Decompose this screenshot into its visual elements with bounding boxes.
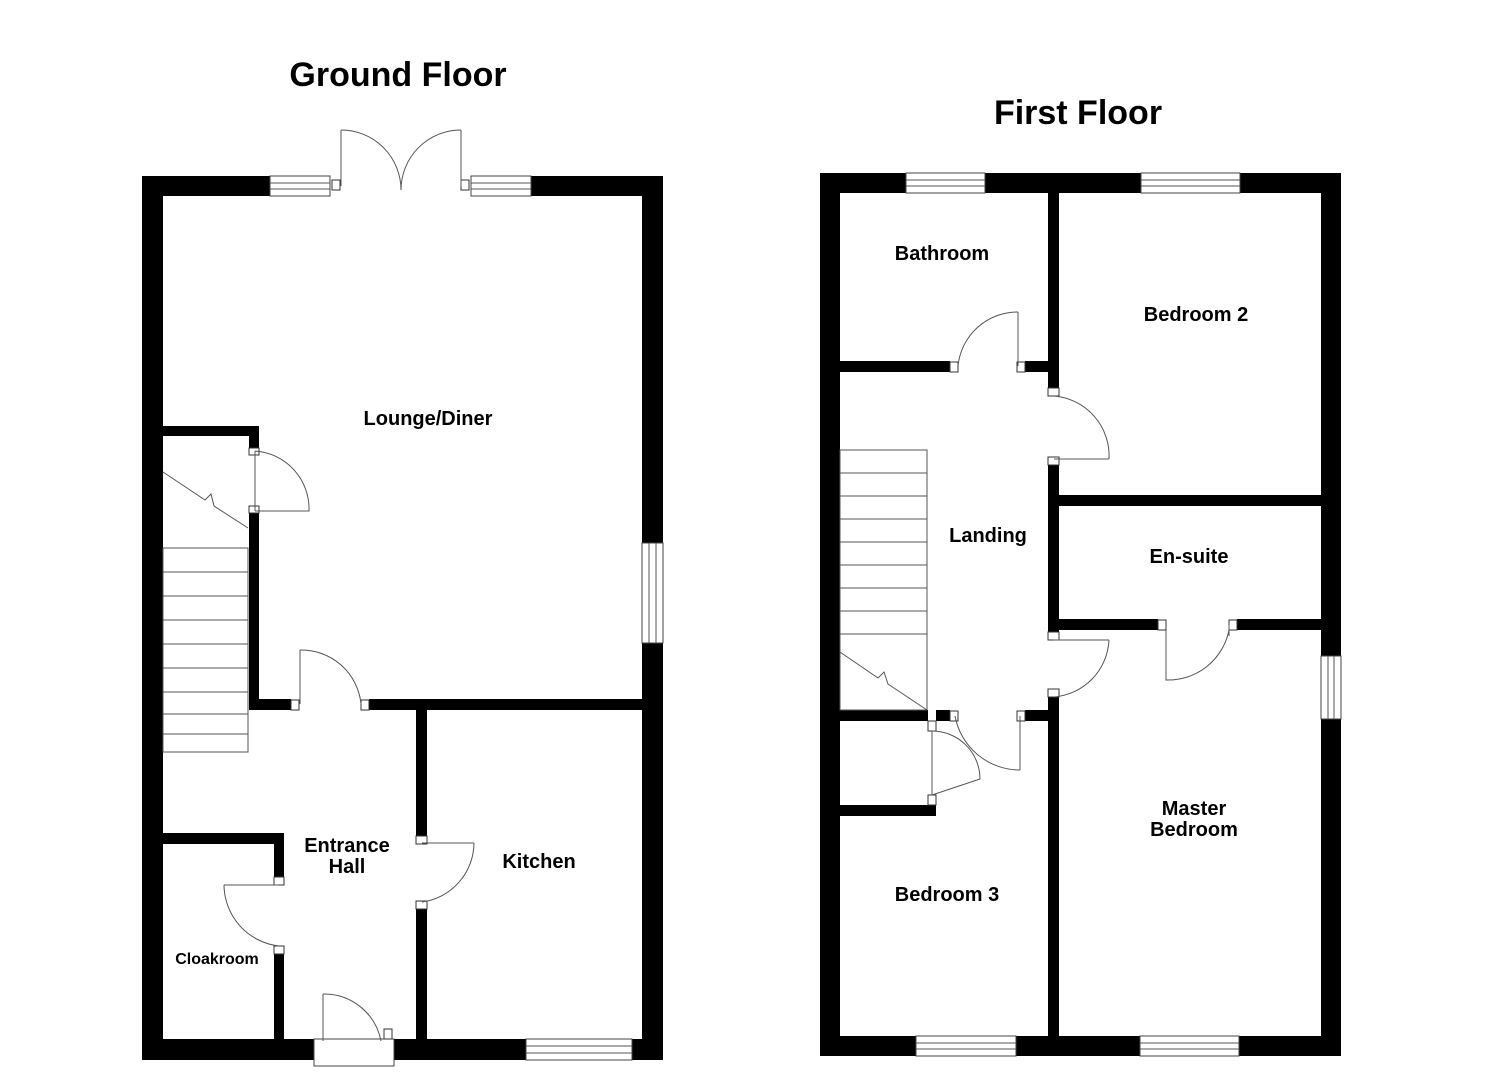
cloakroom-label: Cloakroom <box>175 951 259 968</box>
front-door <box>322 993 393 1042</box>
cupboard-door <box>927 720 981 806</box>
bedroom-3-label: Bedroom 3 <box>895 884 999 906</box>
window-rear-left <box>269 175 331 197</box>
understairs-door <box>248 447 310 514</box>
bathroom-door <box>949 311 1026 373</box>
kitchen-door <box>415 835 475 910</box>
window-rear-right <box>470 175 532 197</box>
en-suite-label: En-suite <box>1150 546 1229 568</box>
ground-floor-plan: Ground Floor <box>142 56 664 1067</box>
lounge-door <box>290 649 370 711</box>
bedroom-2-door <box>1047 387 1110 466</box>
en-suite-door <box>1157 619 1238 681</box>
window-master-front <box>1139 1035 1240 1057</box>
ground-floor-stairs <box>162 471 249 753</box>
bedroom-3-door <box>949 710 1026 771</box>
master-bedroom-label-line2: Bedroom <box>1150 819 1238 841</box>
front-door-threshold <box>313 1038 395 1067</box>
first-floor-interior-walls <box>840 193 1321 1036</box>
ground-floor-doors <box>223 129 475 1042</box>
window-bedroom-3 <box>915 1035 1017 1057</box>
window-kitchen-front <box>525 1038 633 1061</box>
first-floor-windows <box>905 172 1342 1057</box>
bedroom-2-label: Bedroom 2 <box>1144 304 1248 326</box>
window-bathroom <box>905 172 986 194</box>
ground-floor-title: Ground Floor <box>289 56 506 94</box>
window-master-side <box>1320 655 1342 720</box>
window-bedroom-2 <box>1140 172 1241 194</box>
first-floor-doors <box>927 311 1238 806</box>
entrance-hall-label-line2: Hall <box>329 856 366 878</box>
window-lounge-side <box>641 542 664 644</box>
ground-floor-windows <box>269 175 664 1067</box>
landing-label: Landing <box>949 525 1027 547</box>
master-bedroom-door <box>1047 631 1110 698</box>
bathroom-label: Bathroom <box>895 243 989 265</box>
first-floor-title: First Floor <box>994 94 1162 132</box>
ground-floor-interior-walls <box>163 426 642 1039</box>
kitchen-label: Kitchen <box>502 851 575 873</box>
cloakroom-door <box>223 876 285 955</box>
french-doors <box>331 129 470 191</box>
master-bedroom-label-line1: Master <box>1162 798 1227 820</box>
first-floor-outer-walls <box>820 173 1341 1056</box>
ground-floor-outer-walls <box>142 176 663 1060</box>
lounge-diner-label: Lounge/Diner <box>364 408 493 430</box>
first-floor-plan: First Floor <box>820 94 1342 1057</box>
first-floor-stairs <box>839 449 928 711</box>
entrance-hall-label-line1: Entrance <box>304 835 390 857</box>
